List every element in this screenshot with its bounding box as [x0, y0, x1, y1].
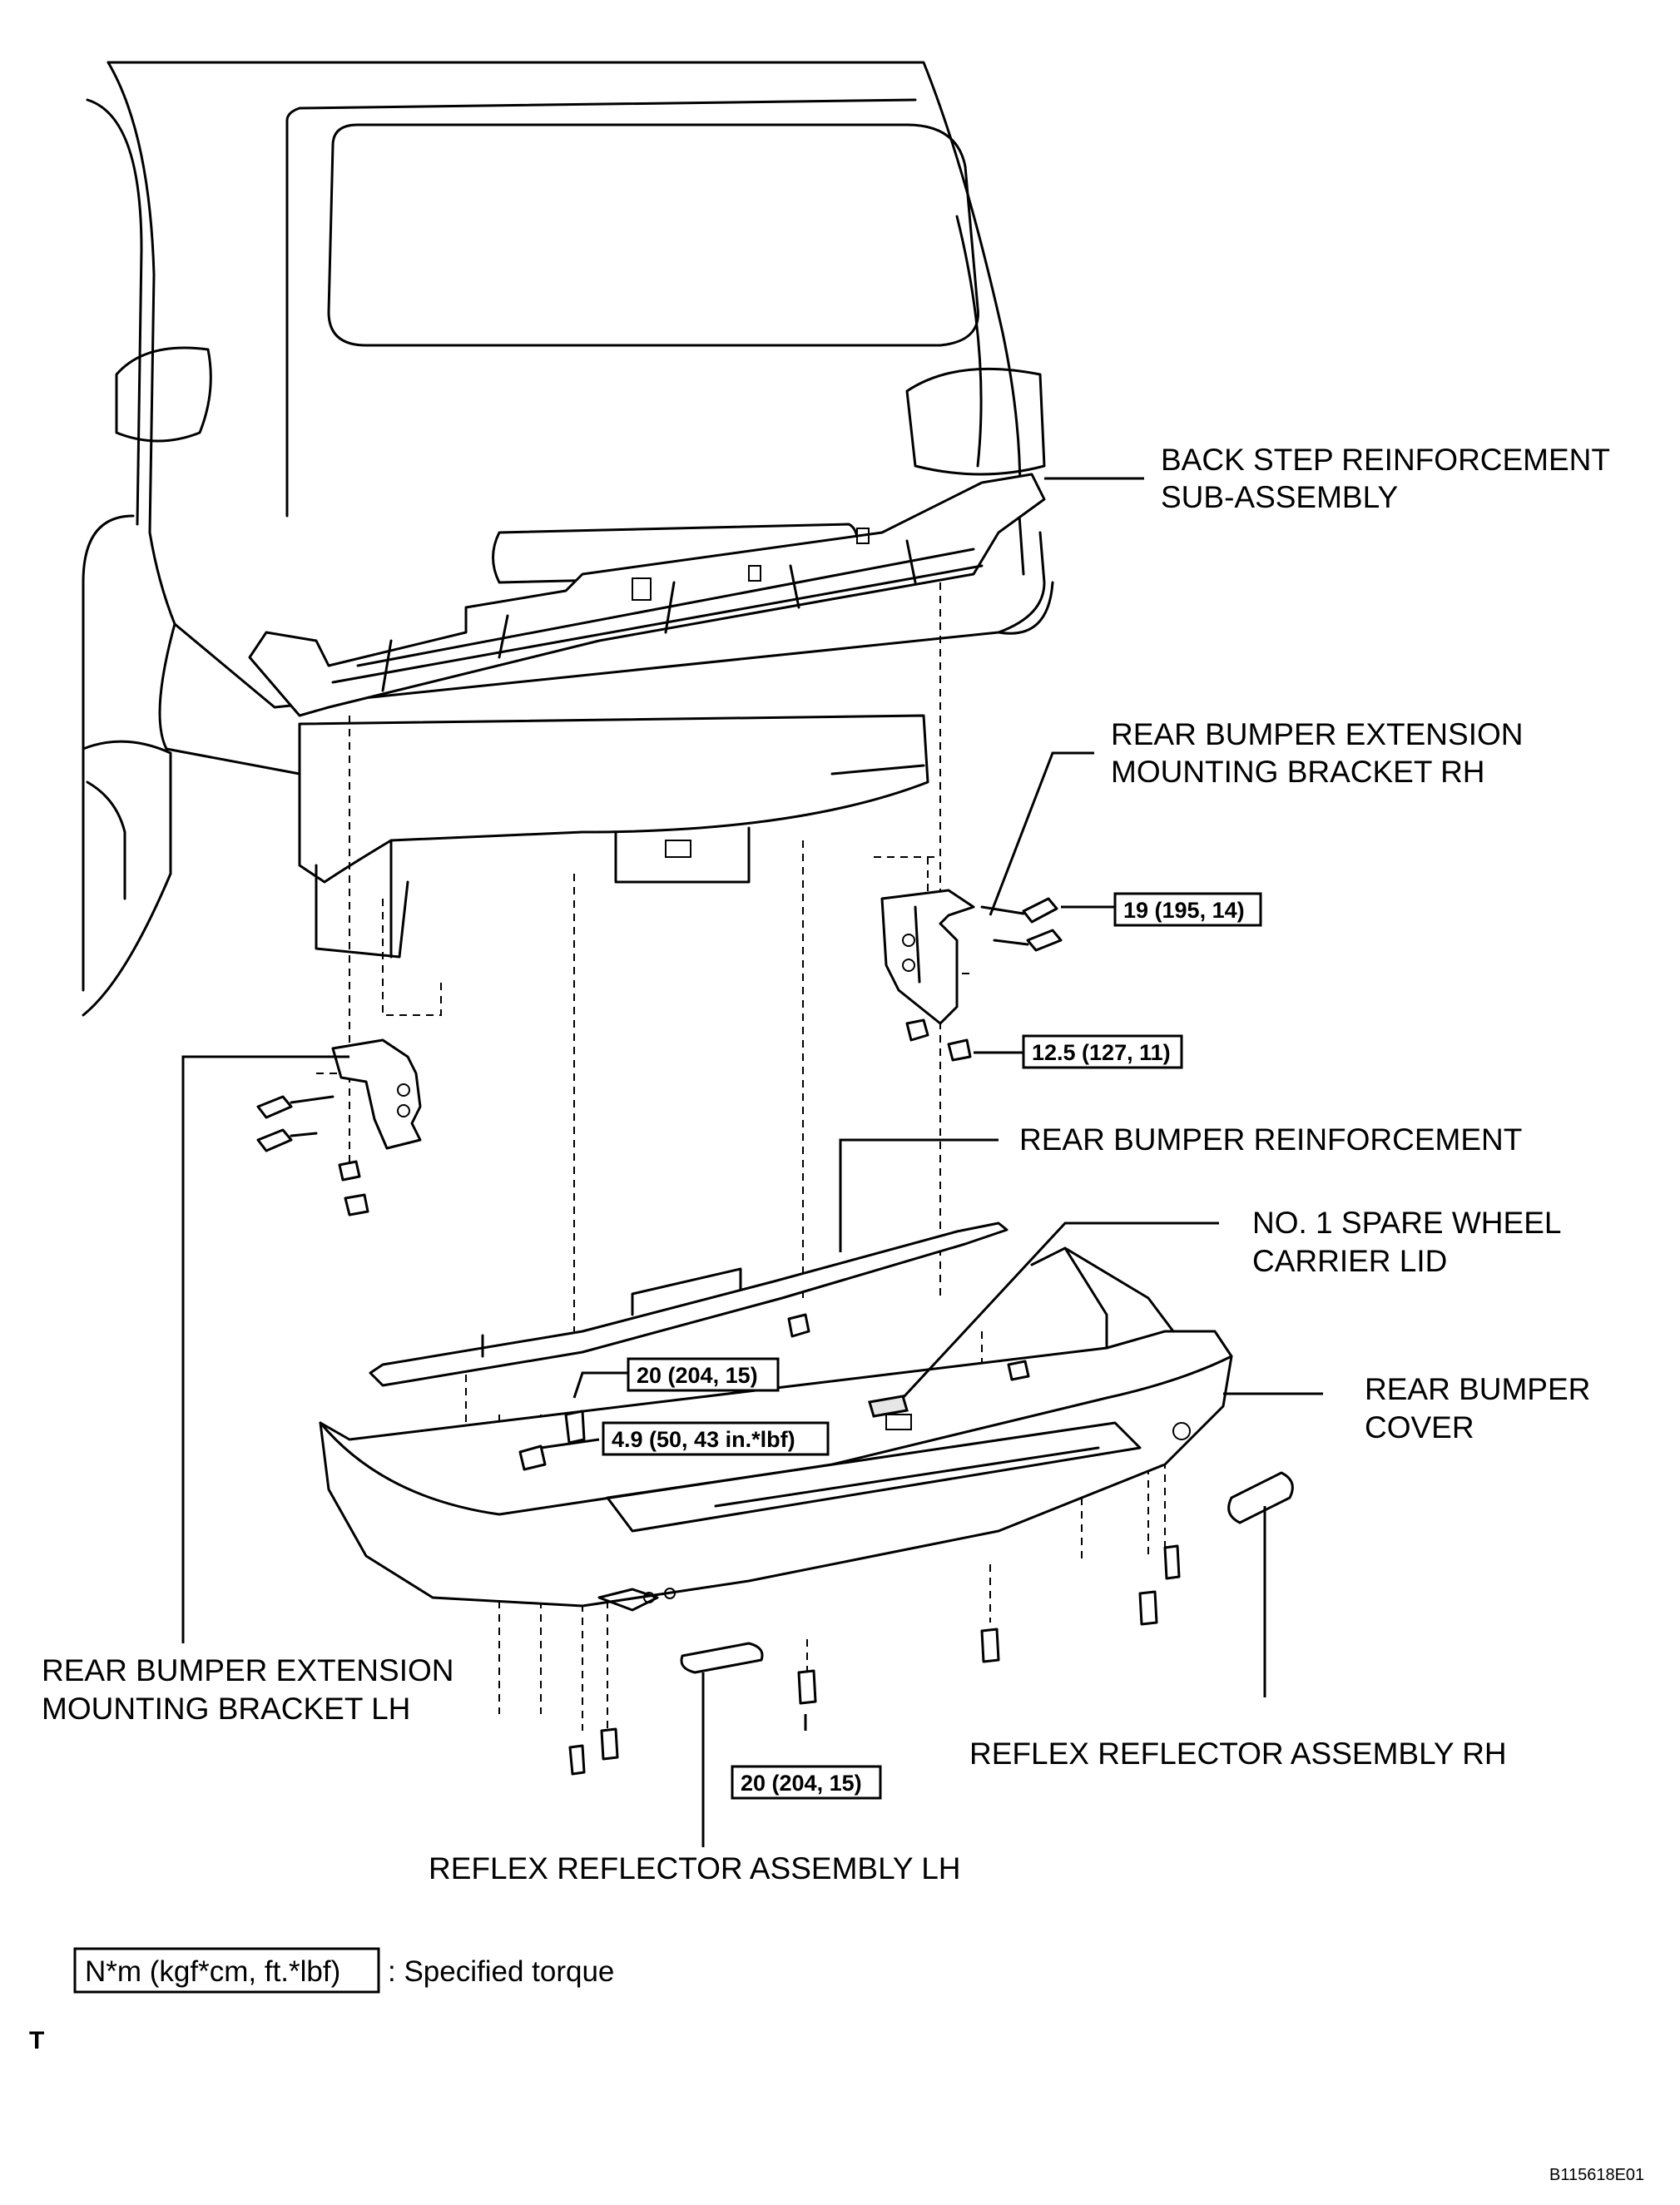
label-bracket-rh-2: MOUNTING BRACKET RH: [1111, 755, 1485, 789]
bracket-lh-drawing: [256, 1038, 422, 1216]
label-reinforcement: REAR BUMPER REINFORCEMENT: [1019, 1122, 1522, 1157]
torque-legend: N*m (kgf*cm, ft.*lbf) : Specified torque: [73, 1947, 614, 1994]
part-labels: BACK STEP REINFORCEMENT SUB-ASSEMBLY REA…: [42, 443, 1610, 1885]
torque-cover-nut: 4.9 (50, 43 in.*lbf): [612, 1427, 795, 1452]
label-cover-2: COVER: [1365, 1410, 1474, 1444]
bracket-rh-drawing: [880, 889, 1063, 1062]
reflector-drawings: [680, 1471, 1294, 1674]
spare-wheel-lid-drawing: [868, 1395, 909, 1418]
torque-reinforcement-bolt: 20 (204, 15): [637, 1363, 758, 1388]
label-reflector-rh: REFLEX REFLECTOR ASSEMBLY RH: [969, 1737, 1507, 1771]
figure-code: B115618E01: [1549, 2166, 1644, 2184]
legend-text: : Specified torque: [388, 1955, 614, 1988]
label-back-step-1: BACK STEP REINFORCEMENT: [1161, 443, 1610, 477]
vehicle-body-drawing: [82, 61, 1054, 1017]
torque-lower-bolt: 20 (204, 15): [741, 1771, 862, 1796]
label-back-step-2: SUB-ASSEMBLY: [1161, 480, 1398, 514]
label-lid-1: NO. 1 SPARE WHEEL: [1252, 1206, 1561, 1240]
section-marker: T: [29, 2027, 44, 2054]
bumper-cover-drawing: [319, 1246, 1233, 1612]
label-bracket-lh-1: REAR BUMPER EXTENSION: [42, 1653, 453, 1687]
reinforcement-drawing: [369, 1221, 1008, 1387]
leader-lines: [181, 477, 1323, 1847]
torque-specs: 19 (195, 14) 12.5 (127, 11) 20 (204, 15)…: [602, 892, 1262, 1800]
label-bracket-lh-2: MOUNTING BRACKET LH: [42, 1692, 410, 1726]
label-bracket-rh-1: REAR BUMPER EXTENSION: [1111, 717, 1523, 751]
torque-bracket-bolt: 19 (195, 14): [1123, 898, 1245, 923]
label-reflector-lh: REFLEX REFLECTOR ASSEMBLY LH: [429, 1851, 961, 1885]
torque-bracket-nut: 12.5 (127, 11): [1032, 1040, 1171, 1065]
label-cover-1: REAR BUMPER: [1365, 1372, 1590, 1406]
legend-unit: N*m (kgf*cm, ft.*lbf): [85, 1955, 340, 1988]
label-lid-2: CARRIER LID: [1252, 1244, 1447, 1278]
fasteners: [518, 1360, 1181, 1776]
